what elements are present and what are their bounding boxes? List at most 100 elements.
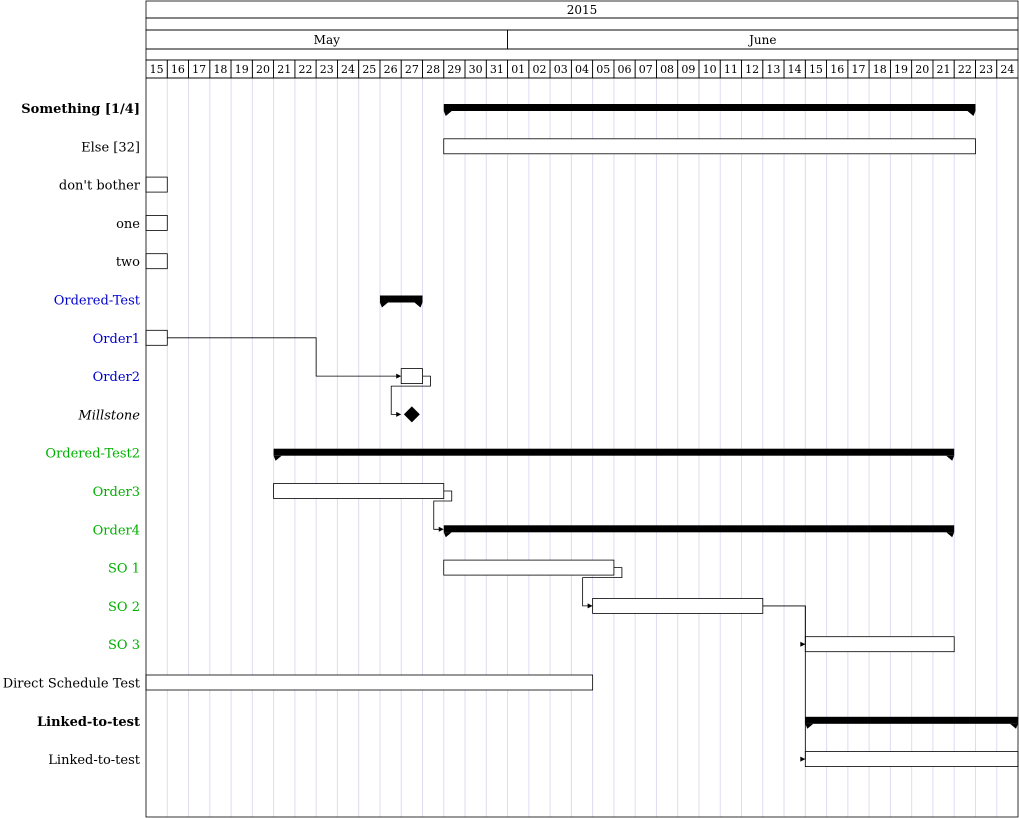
task-bar <box>443 559 615 576</box>
day-label: 22 <box>958 63 972 76</box>
day-label: 16 <box>830 63 844 76</box>
row-label: Linked-to-test <box>48 753 140 768</box>
dependency-arrowhead <box>587 603 593 609</box>
row-label: Direct Schedule Test <box>3 677 141 692</box>
task-bar <box>273 483 445 499</box>
day-label: 10 <box>703 63 717 76</box>
day-label: 22 <box>299 63 313 76</box>
dependency-arrowhead <box>800 641 806 647</box>
day-label: 15 <box>809 63 823 76</box>
day-label: 04 <box>575 63 589 76</box>
day-label: 20 <box>256 63 270 76</box>
group-bar <box>273 448 955 456</box>
day-label: 02 <box>532 63 546 76</box>
day-label: 31 <box>490 63 504 76</box>
day-label: 21 <box>277 63 291 76</box>
group-bar <box>443 104 976 111</box>
day-label: 06 <box>618 63 632 76</box>
day-label: 27 <box>405 63 419 76</box>
group-bar-end-cap <box>414 302 423 308</box>
row-label: Ordered-Test <box>54 294 141 309</box>
dependency-arrowhead <box>800 756 806 762</box>
group-bar-start-cap <box>443 532 452 538</box>
task-bar <box>145 176 168 193</box>
row-label: Something [1/4] <box>21 102 140 117</box>
row-label: Order2 <box>93 370 140 385</box>
row-label: Order4 <box>93 523 140 538</box>
month-label: June <box>747 33 776 47</box>
day-label: 24 <box>1000 63 1014 76</box>
task-bar <box>804 636 955 653</box>
group-bar-end-cap <box>946 455 955 461</box>
day-label: 11 <box>724 63 738 76</box>
dependency-line <box>167 337 400 377</box>
day-label: 26 <box>384 63 398 76</box>
dependency-line <box>390 375 431 415</box>
day-label: 07 <box>639 63 653 76</box>
task-bar <box>592 598 764 614</box>
day-label: 19 <box>235 63 249 76</box>
day-label: 08 <box>660 63 674 76</box>
chart-frame <box>145 77 1019 818</box>
day-label: 21 <box>937 63 951 76</box>
day-label: 05 <box>596 63 610 76</box>
day-label: 19 <box>894 63 908 76</box>
group-bar-start-cap <box>273 455 282 461</box>
milestone-diamond <box>403 406 420 423</box>
day-label: 03 <box>554 63 568 76</box>
row-labels: Something [1/4]Else [32]don't botheronet… <box>3 102 141 768</box>
day-label: 25 <box>362 63 376 76</box>
group-bar <box>443 525 955 533</box>
group-bar-end-cap <box>946 532 955 538</box>
row-label: two <box>116 255 140 270</box>
day-label: 15 <box>150 63 164 76</box>
row-label: don't bother <box>59 179 141 194</box>
row-label: Linked-to-test <box>37 715 140 730</box>
day-label: 09 <box>681 63 695 76</box>
day-label: 20 <box>915 63 929 76</box>
row-label: Ordered-Test2 <box>45 447 140 462</box>
day-label: 17 <box>851 63 865 76</box>
day-label: 13 <box>766 63 780 76</box>
year-label: 2015 <box>567 3 598 17</box>
group-bar-end-cap <box>1010 723 1018 729</box>
spacer-row <box>145 17 1019 31</box>
day-label: 17 <box>192 63 206 76</box>
row-label: SO 1 <box>108 562 140 577</box>
group-bar <box>379 295 423 303</box>
group-bar-start-cap <box>443 111 452 116</box>
row-label: Order3 <box>93 485 140 500</box>
group-bar <box>805 716 1018 724</box>
row-label: one <box>116 217 140 232</box>
group-bar-end-cap <box>967 111 976 116</box>
task-bar <box>145 674 594 691</box>
day-label: 12 <box>745 63 759 76</box>
dependency-arrows <box>167 337 806 762</box>
day-label: 23 <box>979 63 993 76</box>
day-label: 30 <box>469 63 483 76</box>
row-label: Order1 <box>93 332 140 347</box>
day-label: 18 <box>873 63 887 76</box>
grid-layer <box>166 78 998 817</box>
month-label: May <box>314 33 340 47</box>
day-label: 23 <box>320 63 334 76</box>
spacer-row-2 <box>145 48 1019 61</box>
dependency-arrowhead <box>396 411 402 417</box>
row-bars <box>145 104 1019 767</box>
dependency-arrowhead <box>396 373 402 379</box>
day-label: 16 <box>171 63 185 76</box>
dependency-line <box>433 490 453 530</box>
day-label: 24 <box>341 63 355 76</box>
day-label: 29 <box>447 63 461 76</box>
task-bar <box>804 751 1019 767</box>
task-bar <box>443 138 976 155</box>
group-bar-start-cap <box>379 302 388 308</box>
task-bar <box>400 368 423 385</box>
task-bar <box>145 253 168 270</box>
group-bar-start-cap <box>805 723 814 729</box>
row-label: SO 2 <box>108 600 140 615</box>
task-bar <box>145 214 168 231</box>
